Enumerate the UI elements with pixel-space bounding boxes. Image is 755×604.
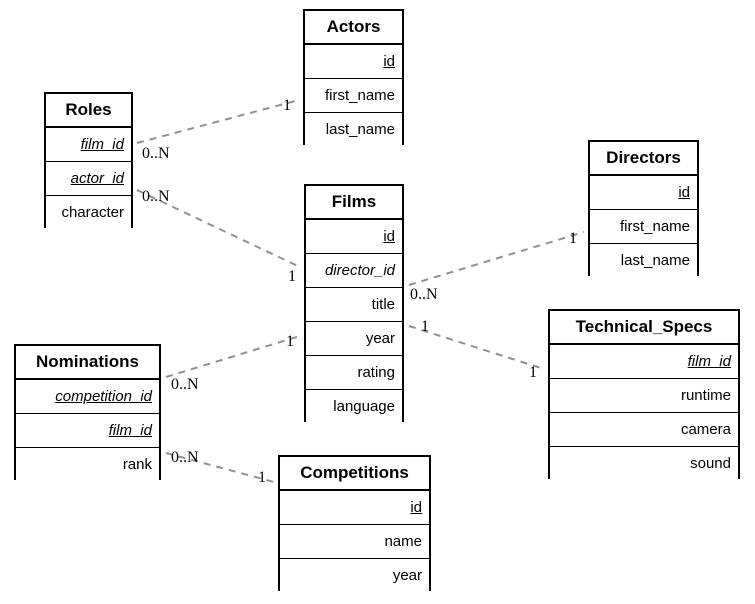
attribute-directors-id[interactable]: id [590,176,697,210]
attribute-nominations-competition_id[interactable]: competition_id [16,380,159,414]
entity-title-roles: Roles [46,94,131,128]
relationship-line-nominations-films [165,335,301,378]
attribute-roles-actor_id[interactable]: actor_id [46,162,131,196]
attribute-nominations-film_id[interactable]: film_id [16,414,159,448]
attribute-films-rating[interactable]: rating [306,356,402,390]
attribute-technical_specs-runtime[interactable]: runtime [550,379,738,413]
attribute-competitions-year[interactable]: year [280,559,429,593]
relationship-line-films-directors [408,231,585,286]
attribute-directors-last_name[interactable]: last_name [590,244,697,278]
entity-title-directors: Directors [590,142,697,176]
cardinality-roles-actors-to: 1 [283,97,291,114]
entity-title-nominations: Nominations [16,346,159,380]
cardinality-films-directors-to: 1 [569,230,577,247]
cardinality-roles-films-to: 1 [288,268,296,285]
attribute-technical_specs-sound[interactable]: sound [550,447,738,481]
attribute-actors-last_name[interactable]: last_name [305,113,402,147]
attribute-films-language[interactable]: language [306,390,402,424]
relationship-line-roles-actors [136,99,300,144]
attribute-directors-first_name[interactable]: first_name [590,210,697,244]
attribute-actors-id[interactable]: id [305,45,402,79]
cardinality-films-directors-from: 0..N [410,286,438,303]
attribute-technical_specs-camera[interactable]: camera [550,413,738,447]
attribute-films-year[interactable]: year [306,322,402,356]
entity-title-actors: Actors [305,11,402,45]
attribute-technical_specs-film_id[interactable]: film_id [550,345,738,379]
relationship-line-films-technical_specs [408,325,545,370]
attribute-roles-character[interactable]: character [46,196,131,230]
entity-title-films: Films [306,186,402,220]
cardinality-nominations-films-to: 1 [286,333,294,350]
attribute-films-title[interactable]: title [306,288,402,322]
entity-title-technical_specs: Technical_Specs [550,311,738,345]
cardinality-nominations-competitions-to: 1 [258,469,266,486]
cardinality-films-technical_specs-from: 1 [421,318,429,335]
cardinality-roles-films-from: 0..N [142,188,170,205]
cardinality-nominations-films-from: 0..N [171,376,199,393]
cardinality-nominations-competitions-from: 0..N [171,449,199,466]
attribute-nominations-rank[interactable]: rank [16,448,159,482]
attribute-competitions-name[interactable]: name [280,525,429,559]
attribute-competitions-id[interactable]: id [280,491,429,525]
attribute-actors-first_name[interactable]: first_name [305,79,402,113]
attribute-films-id[interactable]: id [306,220,402,254]
cardinality-roles-actors-from: 0..N [142,145,170,162]
attribute-roles-film_id[interactable]: film_id [46,128,131,162]
cardinality-films-technical_specs-to: 1 [529,364,537,381]
attribute-films-director_id[interactable]: director_id [306,254,402,288]
entity-title-competitions: Competitions [280,457,429,491]
